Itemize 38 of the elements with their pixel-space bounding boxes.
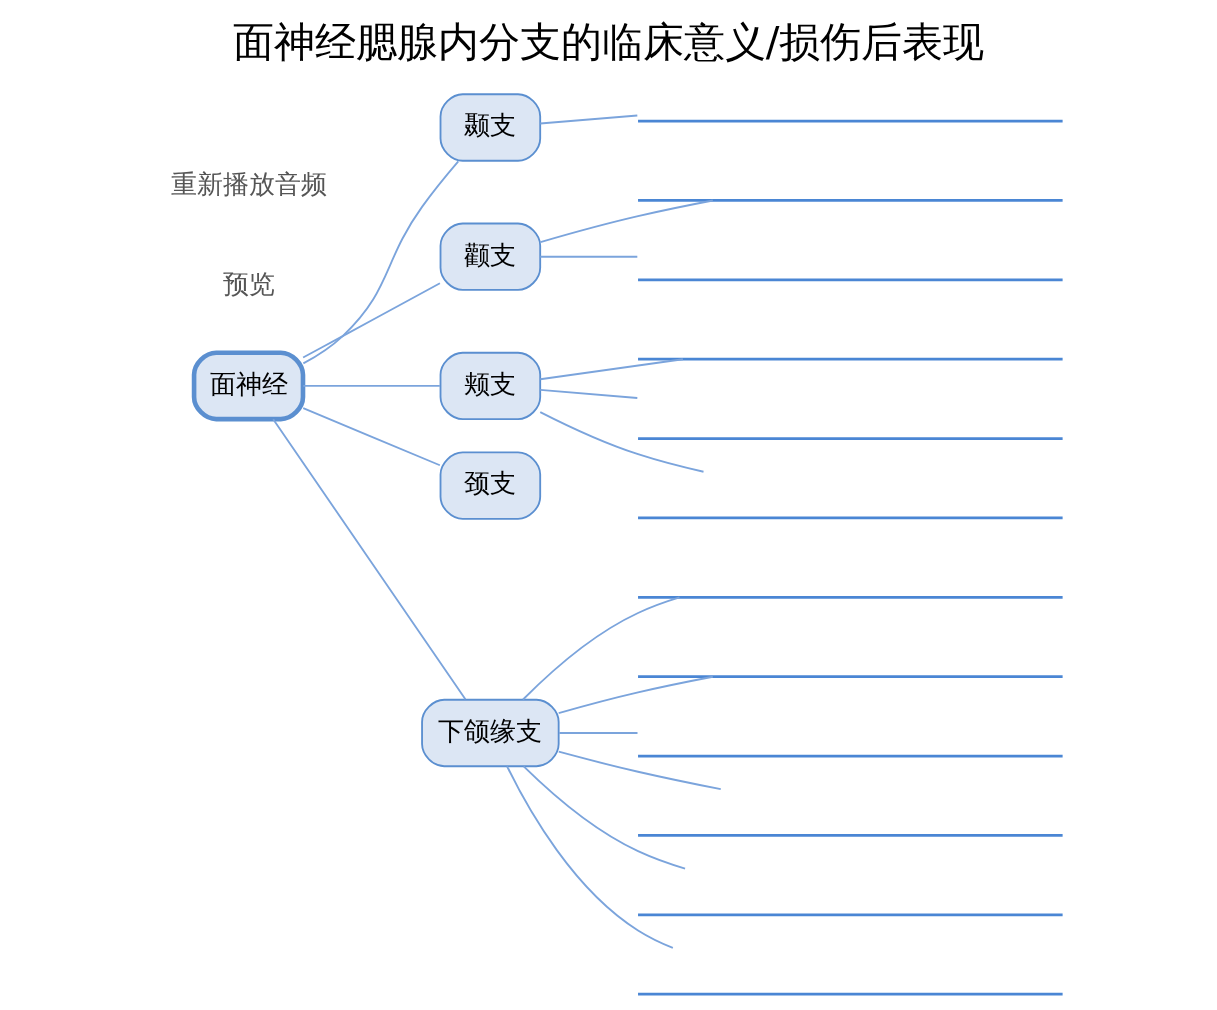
connector [302,385,441,387]
connector [557,750,722,791]
connector [302,160,460,365]
node-bar [638,595,1063,599]
node-bar [638,754,1063,758]
node-bar [638,119,1063,123]
node-bar [638,278,1063,282]
connector [302,282,441,359]
node-bar [638,357,1063,361]
node-box: 颊支 [439,351,542,421]
connector [539,358,684,381]
node-bar [638,437,1063,440]
connector [522,765,686,870]
connector [539,411,705,473]
connector [539,114,639,125]
node-box: 面神经 [191,350,306,422]
node-bar [638,199,1063,202]
node-bar [638,834,1063,837]
node-box: 下颌缘支 [421,698,560,768]
connector [539,255,639,258]
connector [302,407,441,467]
node-bar [638,675,1063,679]
node-bar [638,913,1063,917]
node-box: 颧支 [439,222,542,291]
connector [539,389,639,399]
diagram-title: 面神经腮腺内分支的临床意义/损伤后表现 [232,17,985,66]
connector [557,675,714,715]
label: 预览 [222,269,275,300]
connector [539,199,714,243]
connector [506,765,674,949]
connector [272,418,467,701]
node-bar [638,992,1063,996]
node-box: 颈支 [439,451,542,520]
label: 重新播放音频 [170,169,327,200]
connector [522,596,681,701]
node-box: 颞支 [439,93,542,162]
connector [558,732,639,734]
node-bar [638,516,1063,520]
